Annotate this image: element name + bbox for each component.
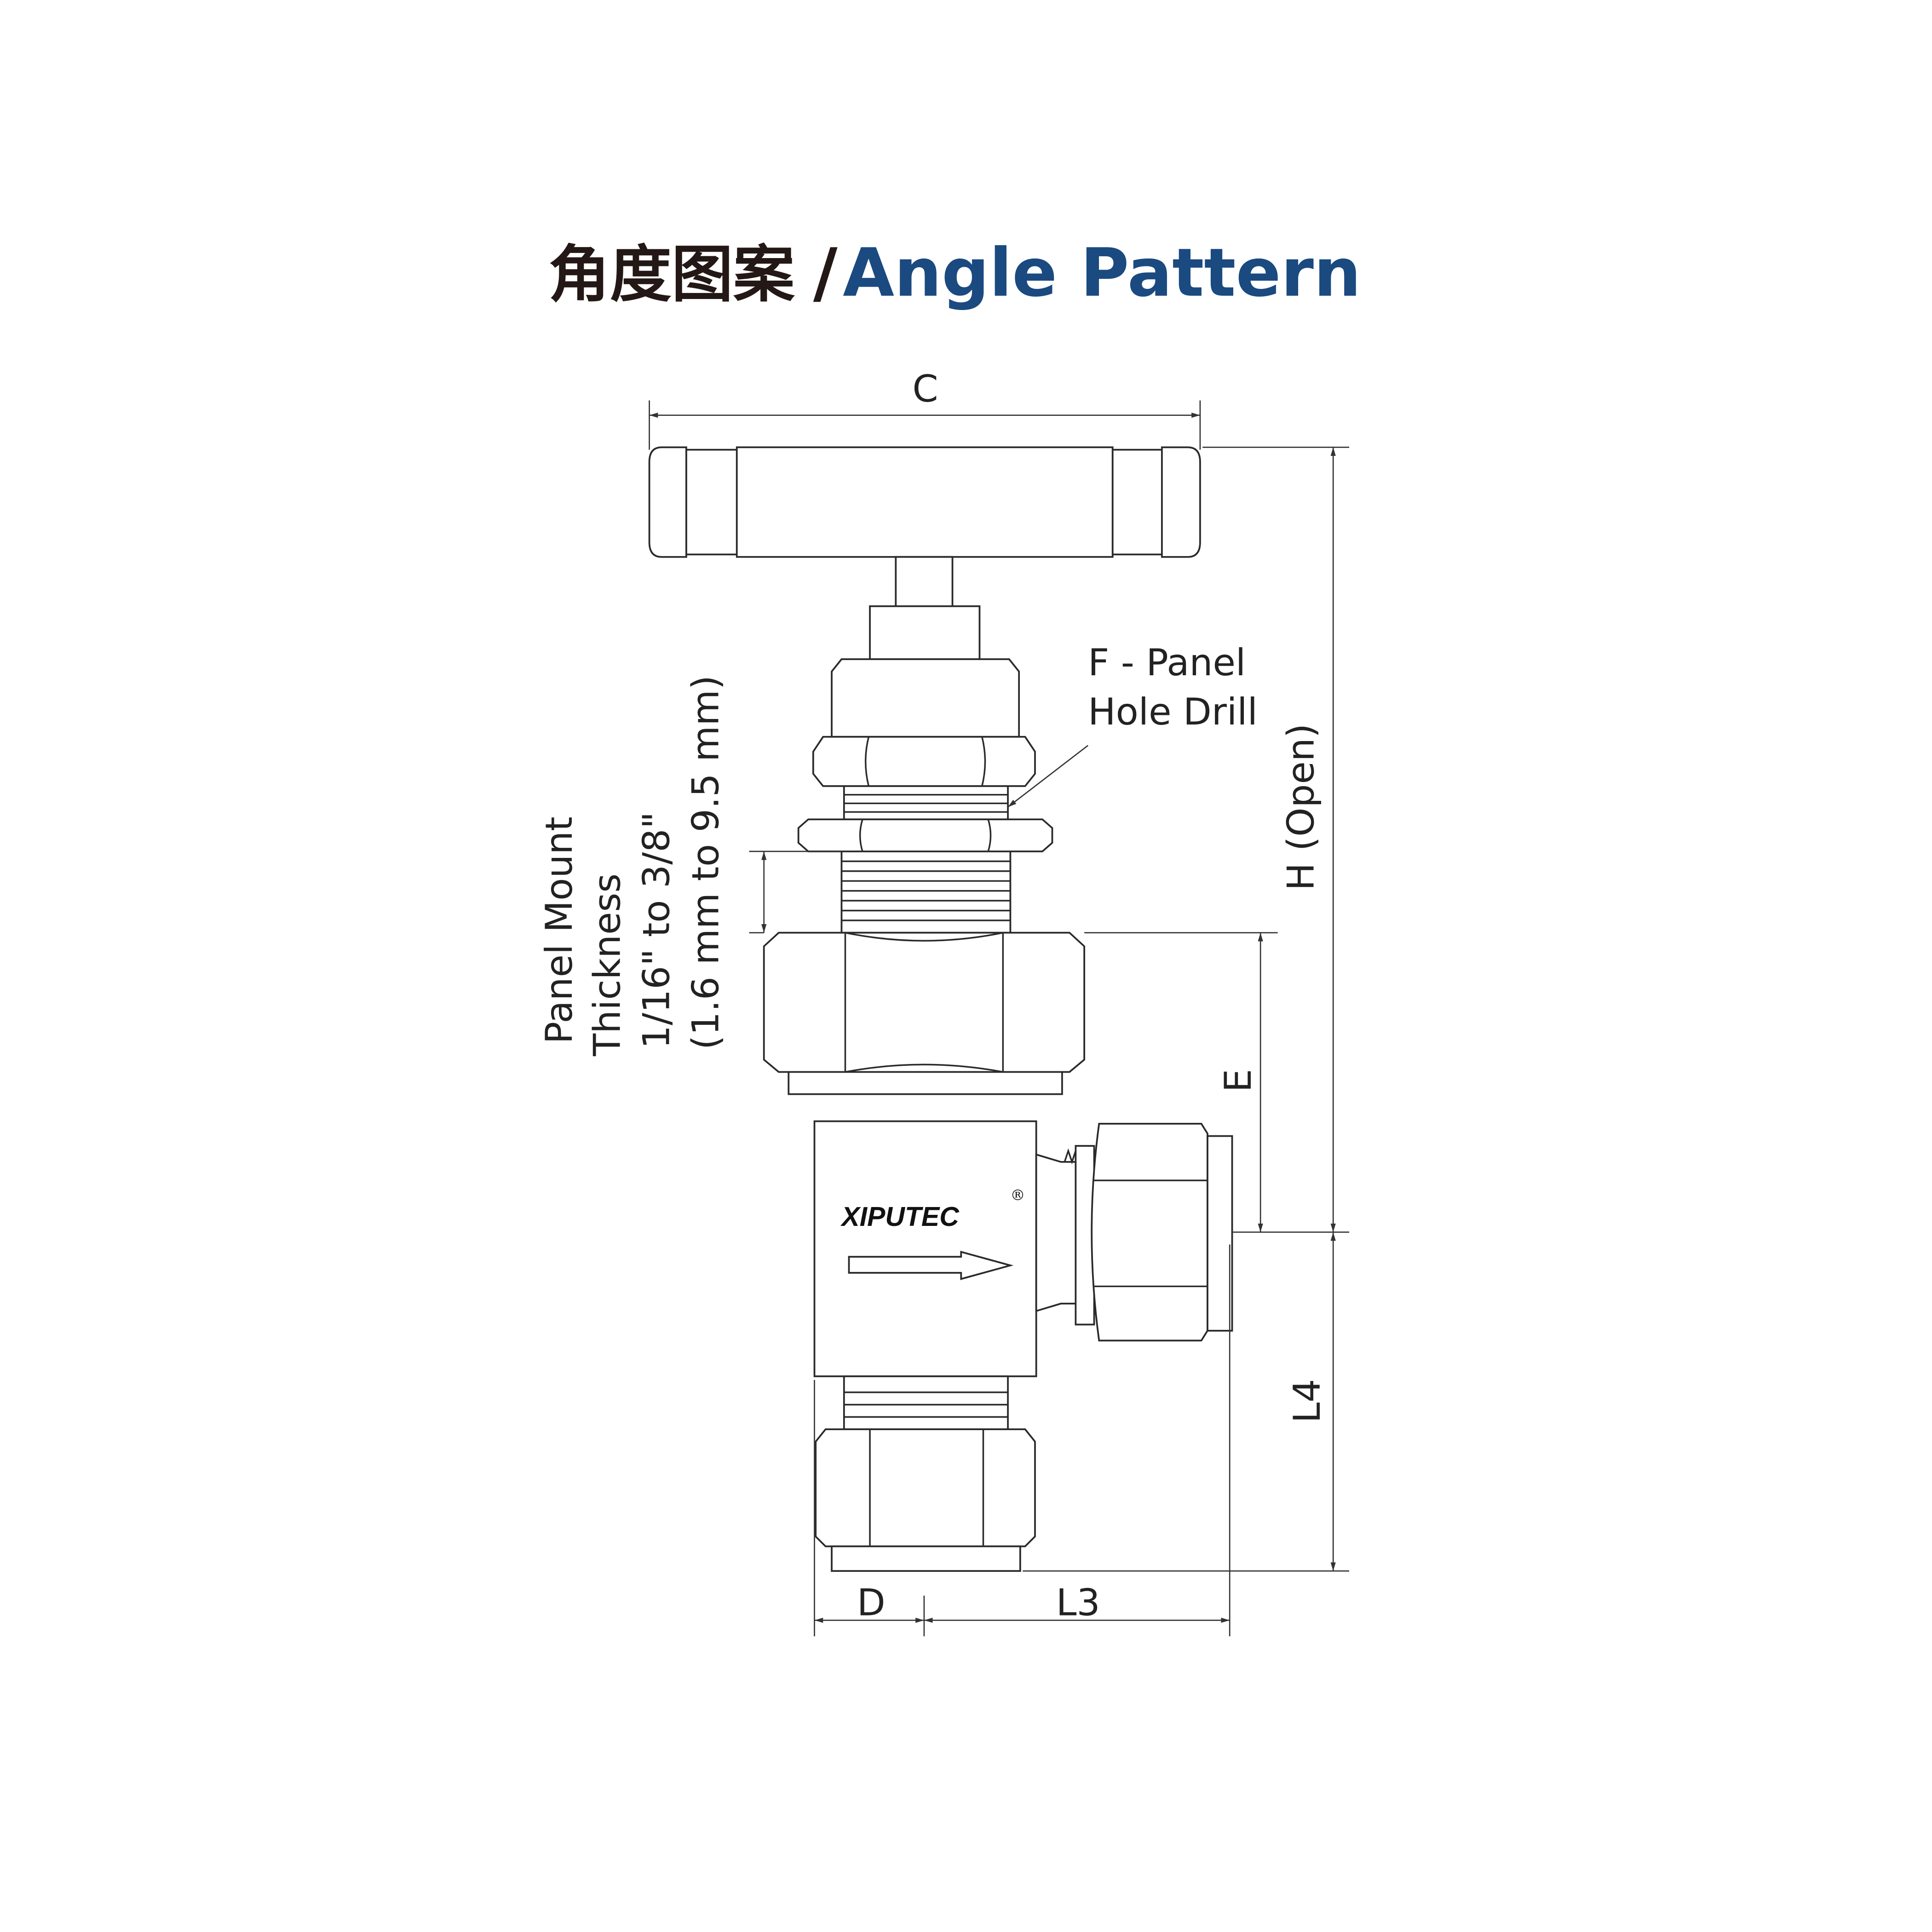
packing-nut	[869, 605, 981, 660]
side-fitting	[1035, 1122, 1233, 1342]
bonnet	[831, 658, 1020, 738]
dimension-lines	[649, 400, 1350, 1637]
dim-c-label: C	[913, 367, 938, 410]
f-panel-label: F - Panel	[1088, 641, 1246, 684]
valve-body	[813, 1120, 1037, 1377]
dim-l3-label: L3	[1056, 1581, 1100, 1624]
flow-arrow-icon	[848, 1250, 1014, 1280]
title-english: Angle Pattern	[843, 235, 1361, 312]
bottom-fitting	[815, 1375, 1036, 1572]
hole-drill-label: Hole Drill	[1088, 690, 1258, 733]
body-hex	[763, 932, 1086, 1073]
bonnet-hex	[812, 736, 1036, 787]
dim-d-label: D	[857, 1581, 886, 1624]
panel-note-line3: 1/16" to 3/8"	[634, 812, 678, 1049]
upper-thread	[843, 785, 1009, 821]
brand-logo: XIPUTEC	[840, 1202, 960, 1232]
panel-nut	[797, 818, 1053, 852]
title-separator: /	[813, 235, 838, 312]
title-chinese: 角度图案	[548, 239, 795, 310]
dim-e-label: E	[1216, 1069, 1259, 1092]
panel-note-line1: Panel Mount	[537, 816, 581, 1044]
stem	[895, 556, 954, 607]
dim-h-label: H (Open)	[1279, 724, 1322, 891]
panel-thread	[840, 851, 1012, 934]
panel-thickness-note: Panel Mount Thickness 1/16" to 3/8" (1.6…	[537, 675, 727, 1057]
panel-note-line4: (1.6 mm to 9.5 mm)	[684, 675, 727, 1050]
registered-mark: ®	[1010, 1186, 1025, 1204]
washer	[788, 1071, 1063, 1095]
dim-l4-label: L4	[1285, 1379, 1328, 1423]
panel-note-line2: Thickness	[585, 874, 628, 1057]
handle	[648, 446, 1201, 558]
